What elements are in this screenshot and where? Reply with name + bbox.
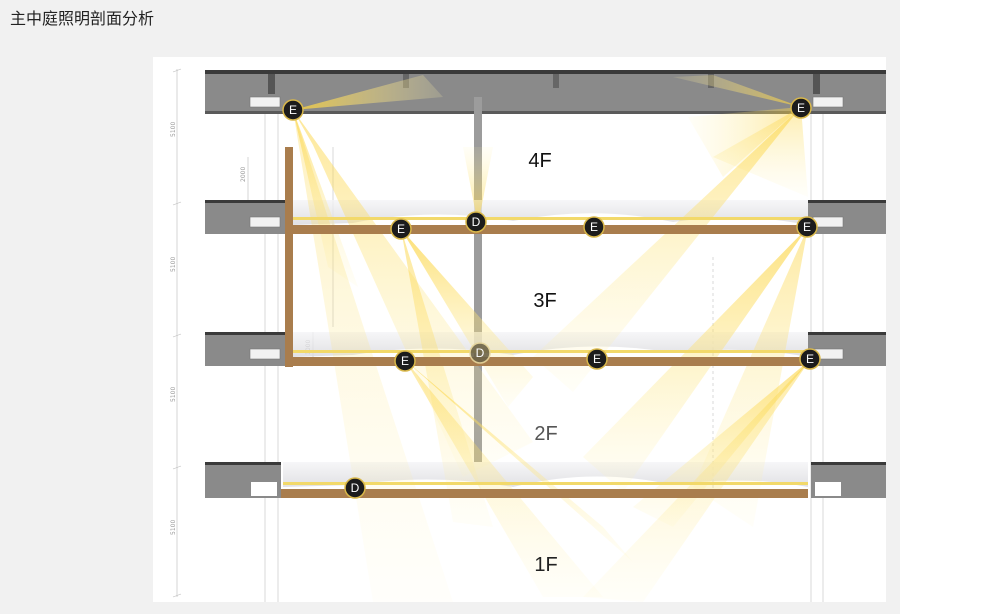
marker-d-2f: D	[469, 342, 491, 364]
marker-d-3f: D	[465, 211, 487, 233]
wood-slab-bands	[281, 217, 808, 498]
section-diagram: 5100 5100 5100 5100 2000 1000	[153, 57, 886, 602]
marker-label: E	[590, 220, 598, 234]
marker-label: E	[806, 352, 814, 366]
wood-post	[285, 147, 293, 367]
marker-e-3f-mid: E	[583, 216, 605, 238]
marker-label: D	[476, 346, 485, 360]
marker-e-roof-left: E	[282, 99, 304, 121]
marker-d-1f: D	[344, 477, 366, 499]
dimension-label: 5100	[170, 520, 177, 535]
marker-label: E	[397, 222, 405, 236]
marker-e-roof-right: E	[790, 97, 812, 119]
dimension-label: 5100	[170, 257, 177, 272]
marker-e-2f-mid: E	[586, 348, 608, 370]
floor-label-4f: 4F	[528, 150, 551, 172]
dimension-label: 5100	[170, 122, 177, 137]
floor-label-1f: 1F	[534, 554, 557, 576]
floor-label-2f: 2F	[534, 423, 557, 445]
page-title: 主中庭照明剖面分析	[10, 9, 155, 28]
marker-label: E	[401, 354, 409, 368]
marker-e-3f-right: E	[796, 216, 818, 238]
marker-label: E	[803, 220, 811, 234]
central-column	[474, 97, 482, 462]
floor-slab-2f	[205, 462, 886, 498]
fixture-brackets	[249, 96, 844, 360]
marker-label: D	[472, 215, 481, 229]
dimension-label: 5100	[170, 387, 177, 402]
marker-label: E	[593, 352, 601, 366]
marker-e-2f-right: E	[799, 348, 821, 370]
marker-label: E	[289, 103, 297, 117]
marker-e-3f-left: E	[390, 218, 412, 240]
marker-label: D	[351, 481, 360, 495]
floor-label-3f: 3F	[533, 290, 556, 312]
marker-e-2f-left: E	[394, 350, 416, 372]
dimension-label: 2000	[240, 167, 247, 182]
marker-label: E	[797, 101, 805, 115]
